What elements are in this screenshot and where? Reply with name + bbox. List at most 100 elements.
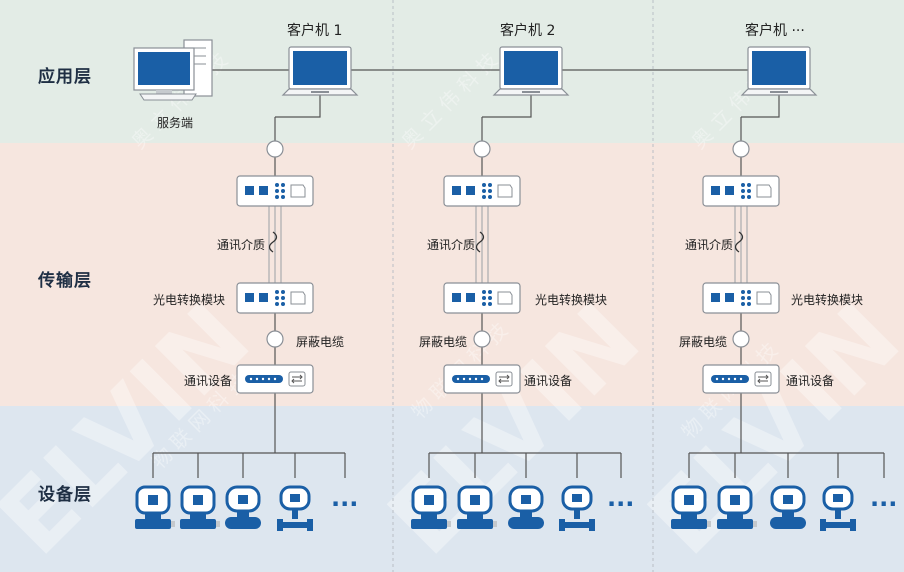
layer-label-transmission: 传输层: [38, 271, 92, 291]
transmitter-neck: [467, 513, 483, 519]
col1-medium-label: 通讯介质: [217, 238, 266, 252]
transmitter-display: [470, 495, 480, 505]
transmitter-nipple: [707, 521, 711, 527]
comm-device-led: [733, 377, 737, 381]
module-led: [747, 189, 751, 193]
flow-flange: [277, 519, 283, 531]
layer-label-device: 设备层: [38, 485, 92, 505]
col1-cable-label: 屏蔽电缆: [296, 335, 345, 349]
laptop-touchpad: [770, 91, 788, 93]
comm-device-led: [261, 377, 265, 381]
comm-device-sync-icon: [757, 374, 769, 384]
flow-pipe: [565, 522, 589, 528]
group2-pressure-transmitter-2-icon: [457, 485, 497, 529]
client-more-laptop-icon: [740, 46, 818, 96]
flow-stem: [835, 509, 841, 519]
transmitter-flange: [180, 519, 216, 529]
group3-pressure-transmitter-1-icon: [671, 485, 711, 529]
col3-cable-label: 屏蔽电缆: [679, 335, 728, 349]
level-body: [225, 517, 261, 529]
col2-fiber-module-bottom-icon: [443, 282, 521, 314]
module-led: [275, 195, 279, 199]
col2-cable-label: 屏蔽电缆: [419, 335, 468, 349]
module-led: [281, 183, 285, 187]
diagram-nodes: ·········: [133, 39, 897, 531]
module-led: [741, 302, 745, 306]
col2-fiber-module-top-icon: [443, 175, 521, 207]
flow-pipe: [283, 522, 307, 528]
comm-device-led: [721, 377, 725, 381]
laptop-touchpad: [311, 91, 329, 93]
col2-medium-break-icon: [475, 231, 485, 253]
transmitter-display: [424, 495, 434, 505]
module-led: [281, 195, 285, 199]
module-led: [488, 195, 492, 199]
module-led: [281, 290, 285, 294]
module-port: [245, 293, 254, 302]
comm-device-port: [754, 371, 772, 387]
col1-comm-device-icon: [236, 364, 314, 394]
module-led: [488, 290, 492, 294]
module-led: [488, 189, 492, 193]
comm-device-led: [468, 377, 472, 381]
transmitter-flange: [135, 519, 171, 529]
col3-fiber-module-bottom-icon: [702, 282, 780, 314]
col3-medium-label: 通讯介质: [685, 238, 734, 252]
transmitter-display: [193, 495, 203, 505]
col3-client-drop-line: [741, 95, 780, 118]
client-1-label: 客户机 1: [287, 23, 343, 39]
group1-level-transmitter-icon: [225, 485, 261, 529]
col1-connector-circle-top: [266, 140, 284, 158]
comm-device-led: [249, 377, 253, 381]
col1-fiber-module-bottom-icon: [236, 282, 314, 314]
laptop-screen: [752, 51, 806, 85]
server-label: 服务端: [157, 116, 194, 130]
col1-client-drop-line: [275, 95, 321, 118]
flow-flange: [307, 519, 313, 531]
level-display: [783, 495, 793, 504]
connection-lines: [152, 69, 885, 478]
transmitter-nipple: [493, 521, 497, 527]
comm-device-led: [267, 377, 271, 381]
module-rj45: [497, 184, 513, 198]
transmitter-nipple: [753, 521, 757, 527]
module-rj45: [290, 184, 306, 198]
module-led: [747, 296, 751, 300]
laptop-screen: [504, 51, 558, 85]
group1-pressure-transmitter-1-icon: [135, 485, 175, 529]
col3-connector-circle-top: [732, 140, 750, 158]
transmitter-nipple: [171, 521, 175, 527]
module-led: [747, 302, 751, 306]
module-port: [725, 186, 734, 195]
level-neck: [520, 511, 532, 517]
comm-device-led: [273, 377, 277, 381]
module-led: [747, 290, 751, 294]
col1-converter-label: 光电转换模块: [153, 293, 226, 307]
col3-medium-break-icon: [734, 231, 744, 253]
level-display: [521, 495, 531, 504]
col3-connector-circle-bottom: [732, 330, 750, 348]
level-body: [508, 517, 544, 529]
module-port: [259, 186, 268, 195]
flow-flange: [589, 519, 595, 531]
column-dividers: [392, 0, 654, 572]
module-rj45: [497, 291, 513, 305]
group3-pressure-transmitter-2-icon: [717, 485, 757, 529]
col2-comm-device-label: 通讯设备: [524, 374, 573, 388]
flow-display: [572, 494, 582, 502]
group2-flow-meter-icon: [559, 485, 595, 531]
comm-device-led: [255, 377, 259, 381]
module-rj45: [756, 291, 772, 305]
laptop-screen: [293, 51, 347, 85]
transmitter-display: [148, 495, 158, 505]
col2-connector-circle-top: [473, 140, 491, 158]
group3-more-devices: ···: [870, 490, 897, 518]
server-monitor-stand: [156, 90, 172, 94]
module-port: [711, 293, 720, 302]
module-led: [482, 296, 486, 300]
transmitter-neck: [145, 513, 161, 519]
module-port: [466, 293, 475, 302]
module-port: [725, 293, 734, 302]
col2-comm-device-icon: [443, 364, 521, 394]
